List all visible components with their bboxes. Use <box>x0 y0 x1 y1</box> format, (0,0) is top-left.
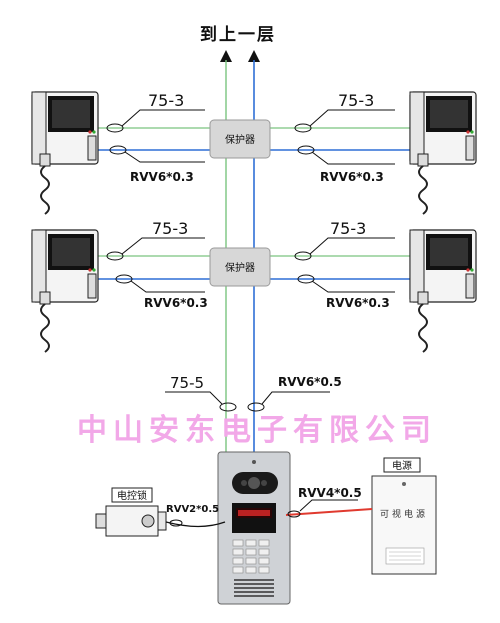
lock-cable-label: RVV2*0.5 <box>166 504 219 515</box>
lock-cable-marker <box>169 519 183 527</box>
power-label: 电源 <box>392 459 412 472</box>
indoor-monitor-floor-1-left <box>31 91 99 215</box>
floor-1-right-coax-label: 75-3 <box>338 91 374 110</box>
floor-2-left-signal-label: RVV6*0.3 <box>144 296 208 310</box>
protector-label: 保护器 <box>225 133 255 146</box>
lock-cable <box>165 521 226 528</box>
lock-label: 电控锁 <box>117 489 147 502</box>
indoor-monitor-floor-2-right <box>409 229 477 353</box>
company-watermark: 中山安东电子有限公司 <box>77 413 437 448</box>
floor-1-cable-markers <box>106 109 395 165</box>
lock-label-box <box>111 487 153 503</box>
protector-floor-2: 保护器 <box>209 247 271 287</box>
power-cable-label: RVV4*0.5 <box>298 486 362 500</box>
power-cable-marker <box>287 510 301 518</box>
riser-coax-label: 75-5 <box>170 374 204 392</box>
protector-floor-1: 保护器 <box>209 119 271 159</box>
floor-1-right-signal-label: RVV6*0.3 <box>320 170 384 184</box>
floor-1-left-signal-label: RVV6*0.3 <box>130 170 194 184</box>
floor-2-right-signal-label: RVV6*0.3 <box>326 296 390 310</box>
protector-label: 保护器 <box>225 261 255 274</box>
electric-lock <box>95 505 167 537</box>
floor-1-left-coax-label: 75-3 <box>148 91 184 110</box>
floor-2-right-coax-label: 75-3 <box>330 219 366 238</box>
power-label-box <box>383 457 421 473</box>
power-name: 可视电源 <box>380 508 428 520</box>
indoor-monitor-floor-1-right <box>409 91 477 215</box>
door-station <box>217 451 291 605</box>
riser-signal-label: RVV6*0.5 <box>278 375 342 389</box>
diagram-title: 到上一层 <box>200 25 276 45</box>
riser-arrows <box>220 50 260 62</box>
floor-2-cable-markers <box>106 237 395 293</box>
floor-2-left-coax-label: 75-3 <box>152 219 188 238</box>
indoor-monitor-floor-2-left <box>31 229 99 353</box>
riser-cable-markers <box>165 391 330 412</box>
power-supply <box>371 475 437 575</box>
